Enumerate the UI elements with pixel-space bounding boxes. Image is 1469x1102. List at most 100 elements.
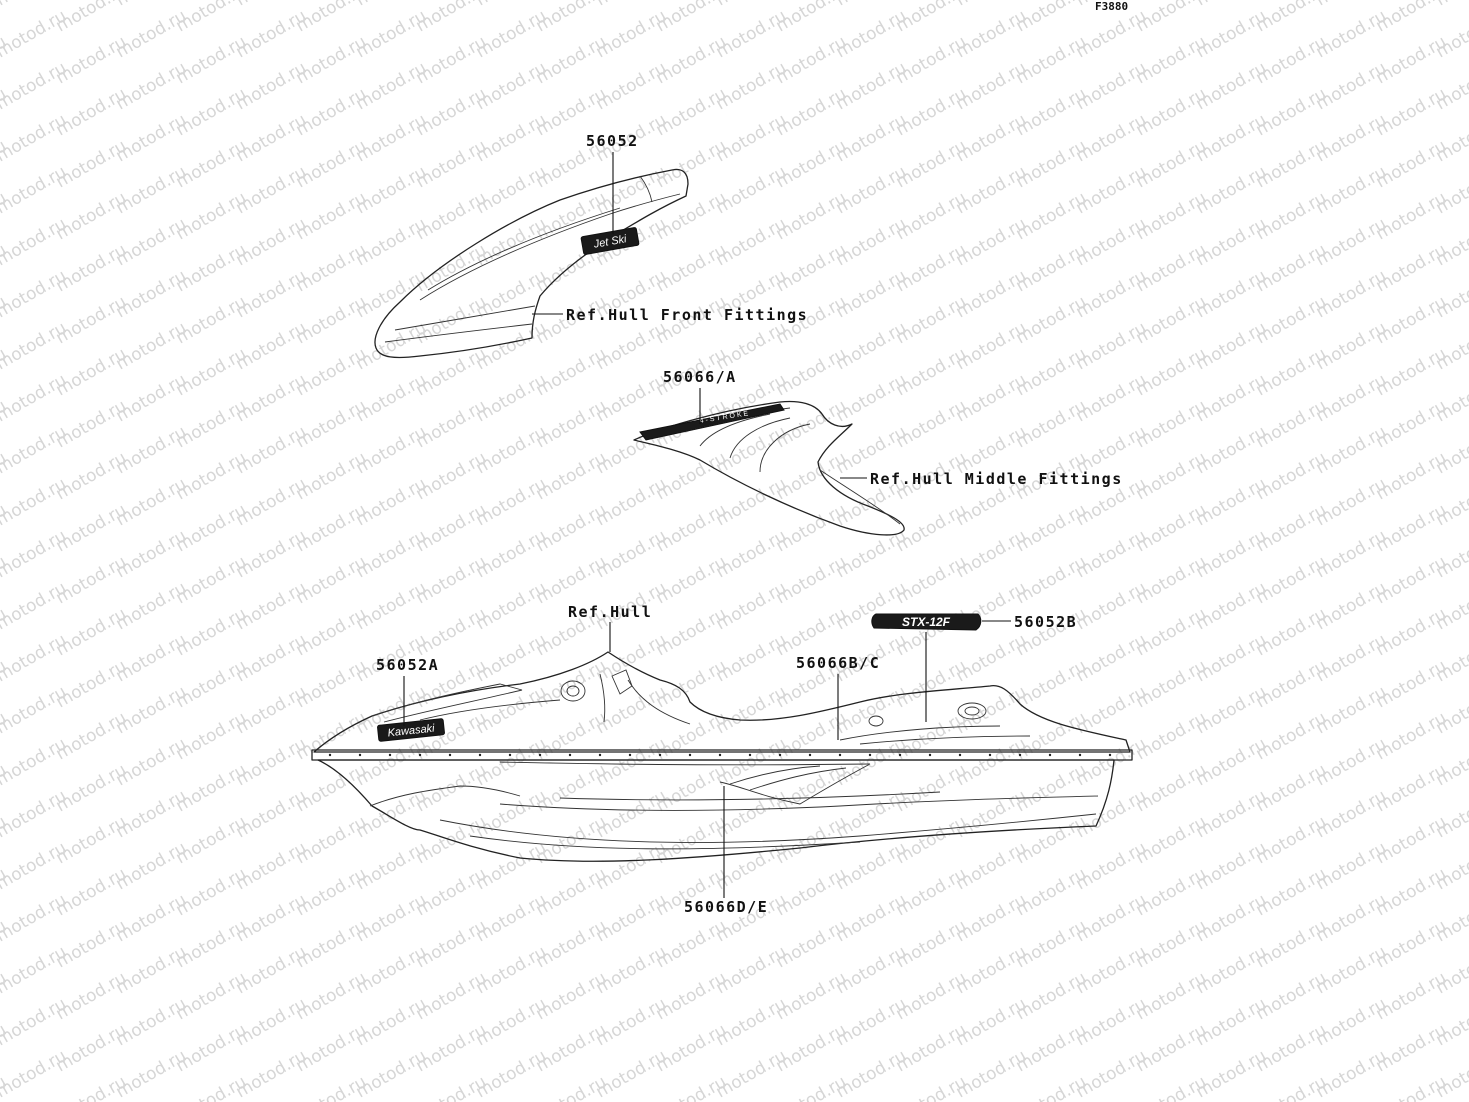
watermark-text: motod.ru — [833, 734, 911, 790]
rail-rivet — [1108, 753, 1112, 757]
watermark-text: motod.ru — [653, 32, 731, 88]
watermark-text: motod.ru — [353, 266, 431, 322]
watermark-text: motod.ru — [713, 110, 791, 166]
watermark-text: motod.ru — [893, 396, 971, 452]
watermark-text: motod.ru — [1073, 110, 1151, 166]
watermark-text: motod.ru — [473, 370, 551, 426]
watermark-text: motod.ru — [353, 422, 431, 478]
watermark-text: motod.ru — [1373, 604, 1451, 660]
watermark-text: motod.ru — [1133, 396, 1211, 452]
watermark-text: motod.ru — [1193, 422, 1271, 478]
watermark-text: motod.ru — [1313, 578, 1391, 634]
watermark-text: motod.ru — [173, 240, 251, 296]
watermark-text: motod.ru — [713, 682, 791, 738]
watermark-text: motod.ru — [353, 734, 431, 790]
watermark-text: motod.ru — [533, 344, 611, 400]
watermark-text: motod.ru — [413, 84, 491, 140]
watermark-text: motod.ru — [353, 474, 431, 530]
watermark-text: motod.ru — [353, 578, 431, 634]
watermark-text: motod.ru — [1373, 1072, 1451, 1102]
watermark-text: motod.ru — [1013, 396, 1091, 452]
watermark-text: motod.ru — [1013, 344, 1091, 400]
watermark-text: motod.ru — [1193, 266, 1271, 322]
watermark-text: motod.ru — [593, 838, 671, 894]
watermark-text: motod.ru — [893, 916, 971, 972]
watermark-text: motod.ru — [833, 1046, 911, 1102]
watermark-text: motod.ru — [953, 994, 1031, 1050]
watermark-text: motod.ru — [1193, 370, 1271, 426]
watermark-text: motod.ru — [413, 500, 491, 556]
watermark-text: motod.ru — [893, 760, 971, 816]
watermark-text: motod.ru — [473, 890, 551, 946]
watermark-text: motod.ru — [1313, 162, 1391, 218]
watermark-text: motod.ru — [293, 916, 371, 972]
watermark-text: motod.ru — [773, 136, 851, 192]
watermark-text: motod.ru — [1193, 214, 1271, 270]
watermark-text: motod.ru — [1073, 162, 1151, 218]
watermark-text: motod.ru — [1133, 1072, 1211, 1102]
watermark-text: motod.ru — [353, 214, 431, 270]
watermark-text: motod.ru — [1013, 552, 1091, 608]
watermark-text: motod.ru — [1373, 812, 1451, 868]
watermark-text: motod.ru — [1193, 734, 1271, 790]
watermark-text: motod.ru — [593, 474, 671, 530]
watermark-text: motod.ru — [833, 682, 911, 738]
callout-56066-a: 56066/A — [663, 368, 737, 386]
watermark-text: motod.ru — [713, 734, 791, 790]
watermark-text: motod.ru — [953, 786, 1031, 842]
watermark-text: motod.ru — [1013, 240, 1091, 296]
watermark-text: motod.ru — [893, 344, 971, 400]
watermark-text: motod.ru — [773, 500, 851, 556]
watermark-text: motod.ru — [1253, 32, 1331, 88]
watermark-text: motod.ru — [953, 162, 1031, 218]
watermark-text: motod.ru — [1133, 344, 1211, 400]
watermark-text: motod.ru — [293, 968, 371, 1024]
watermark-text: motod.ru — [0, 6, 70, 62]
watermark-text: motod.ru — [413, 1020, 491, 1076]
watermark-text: motod.ru — [653, 916, 731, 972]
watermark-text: motod.ru — [593, 942, 671, 998]
watermark-text: motod.ru — [833, 370, 911, 426]
watermark-text: motod.ru — [173, 916, 251, 972]
watermark-text: motod.ru — [53, 968, 131, 1024]
watermark-text: motod.ru — [173, 344, 251, 400]
watermark-text: motod.ru — [833, 890, 911, 946]
callout-ref-hull-middle-fittings: Ref.Hull Middle Fittings — [870, 470, 1123, 488]
watermark-text: motod.ru — [1073, 1046, 1151, 1102]
watermark-text: motod.ru — [113, 786, 191, 842]
watermark-text: motod.ru — [353, 994, 431, 1050]
watermark-text: motod.ru — [593, 1046, 671, 1102]
watermark-text: motod.ru — [0, 578, 70, 634]
watermark-text: motod.ru — [1373, 500, 1451, 556]
watermark-text: motod.ru — [113, 994, 191, 1050]
stx-12f-text: STX-12F — [902, 615, 951, 629]
watermark-text: motod.ru — [653, 760, 731, 816]
watermark-text: motod.ru — [413, 760, 491, 816]
watermark-text: motod.ru — [1073, 6, 1151, 62]
watermark-text: motod.ru — [1133, 188, 1211, 244]
watermark-text: motod.ru — [353, 890, 431, 946]
watermark-text: motod.ru — [473, 786, 551, 842]
watermark-text: motod.ru — [293, 500, 371, 556]
watermark-text: motod.ru — [833, 838, 911, 894]
watermark-text: motod.ru — [473, 578, 551, 634]
watermark-text: motod.ru — [653, 240, 731, 296]
watermark-text: motod.ru — [533, 968, 611, 1024]
rail-rivet — [868, 753, 872, 757]
watermark-text: motod.ru — [413, 604, 491, 660]
watermark-text: motod.ru — [473, 422, 551, 478]
watermark-text: motod.ru — [1073, 890, 1151, 946]
watermark-text: motod.ru — [0, 994, 70, 1050]
watermark-text: motod.ru — [1013, 32, 1091, 88]
watermark-text: motod.ru — [293, 32, 371, 88]
watermark-text: motod.ru — [353, 162, 431, 218]
watermark-text: motod.ru — [473, 1046, 551, 1102]
watermark-text: motod.ru — [293, 240, 371, 296]
jet-ski-logo-decal: Jet Ski — [580, 227, 640, 255]
watermark-text: motod.ru — [233, 6, 311, 62]
watermark-text: motod.ru — [653, 968, 731, 1024]
watermark-text: motod.ru — [1013, 1072, 1091, 1102]
watermark-text: motod.ru — [233, 1046, 311, 1102]
watermark-text: motod.ru — [653, 500, 731, 556]
watermark-text: motod.ru — [53, 864, 131, 920]
